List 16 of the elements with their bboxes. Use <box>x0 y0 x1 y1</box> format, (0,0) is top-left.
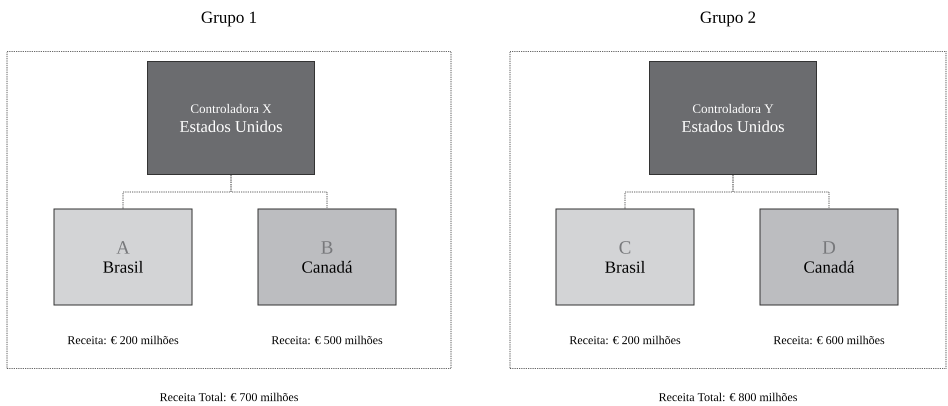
company-box: B Canadá <box>258 208 396 306</box>
company-box: A Brasil <box>54 208 192 306</box>
revenue-label: Receita: € 200 milhões <box>68 336 178 344</box>
group-title: Grupo 2 <box>700 12 756 26</box>
total-revenue-label: Receita Total: € 700 milhões <box>160 392 298 402</box>
connector-line <box>230 174 328 209</box>
connector-line <box>732 174 830 209</box>
company-box: Controladora Y Estados Unidos <box>649 61 817 175</box>
company-box: Controladora X Estados Unidos <box>147 61 315 175</box>
company-box: C Brasil <box>556 208 694 306</box>
revenue-label: Receita: € 500 milhões <box>272 336 382 344</box>
total-revenue-label: Receita Total: € 800 milhões <box>658 392 797 402</box>
company-box: D Canadá <box>760 208 898 306</box>
group-title: Grupo 1 <box>202 12 256 26</box>
revenue-label: Receita: € 600 milhões <box>774 336 884 344</box>
revenue-label: Receita: € 200 milhões <box>570 336 680 344</box>
